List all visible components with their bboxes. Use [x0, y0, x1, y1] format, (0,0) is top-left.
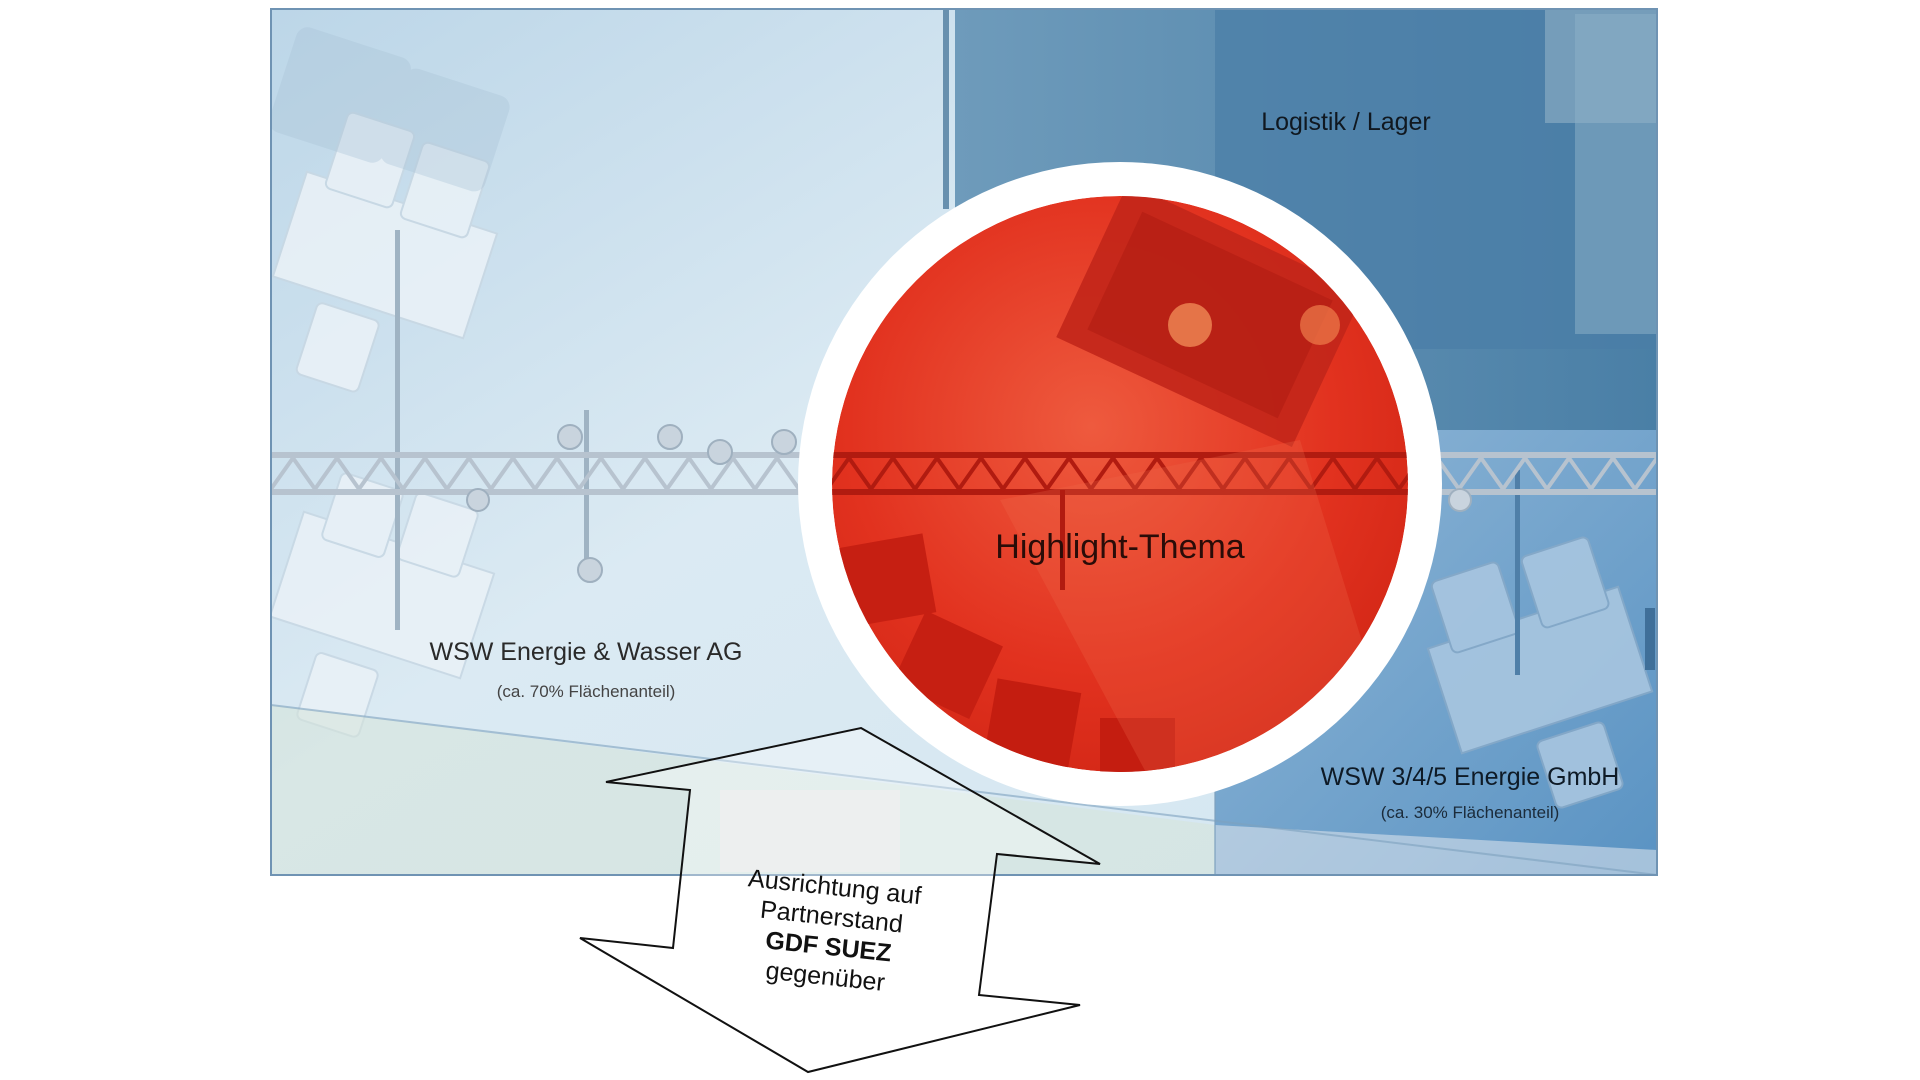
logistics-zone-label: Logistik / Lager — [1261, 108, 1431, 136]
secondary-zone-label: WSW 3/4/5 Energie GmbH — [1320, 763, 1620, 791]
highlight-circle — [832, 196, 1408, 772]
highlight-label: Highlight-Thema — [995, 528, 1245, 566]
arrow-caption: Ausrichtung auf Partnerstand GDF SUEZ ge… — [709, 860, 950, 1003]
direction-arrow — [579, 726, 1101, 1074]
main-zone-share: (ca. 70% Flächenanteil) — [496, 682, 676, 701]
main-zone-label: WSW Energie & Wasser AG — [429, 638, 743, 666]
secondary-zone-share: (ca. 30% Flächenanteil) — [1380, 803, 1560, 822]
